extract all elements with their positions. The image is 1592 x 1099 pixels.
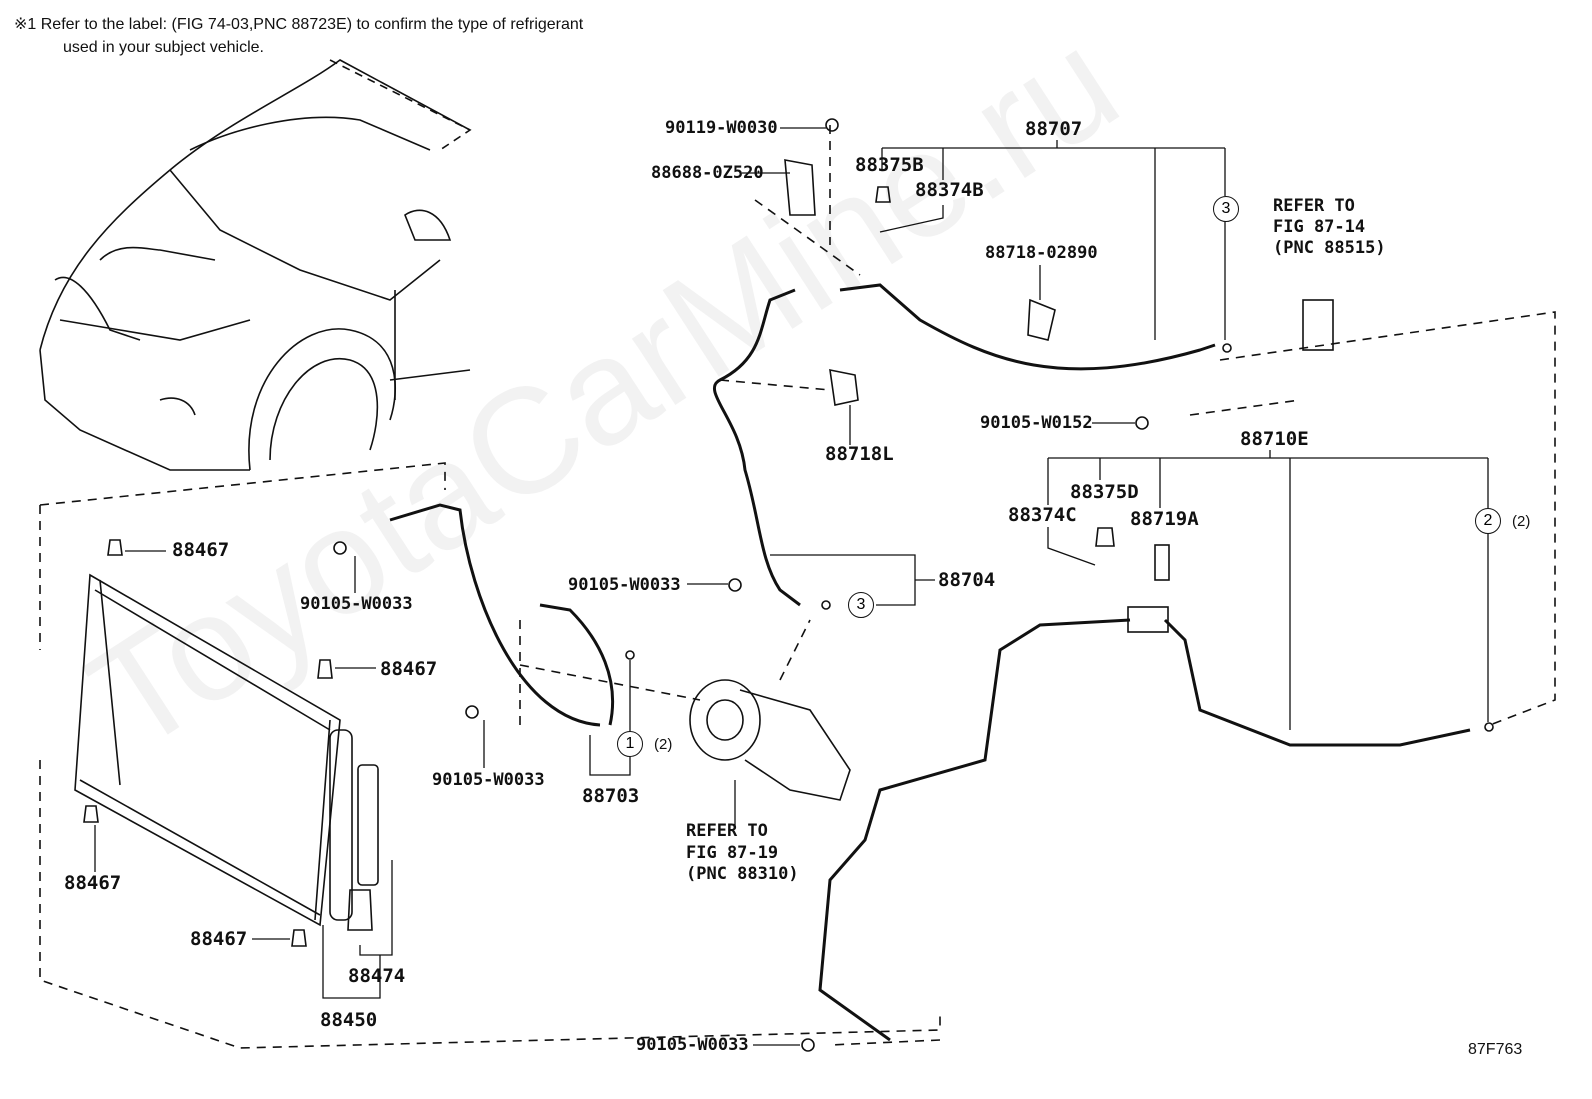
part-label-valve[interactable]: 88374C [1008, 504, 1077, 526]
part-label-condenser[interactable]: 88450 [320, 1009, 378, 1031]
o-ring-quantity: (2) [654, 736, 673, 753]
refrigerant-note-line2: used in your subject vehicle. [63, 39, 264, 56]
refrigerant-note-line1: ※1 Refer to the label: (FIG 74-03,PNC 88… [14, 16, 584, 33]
part-label-cap[interactable]: 88375B [855, 154, 924, 176]
part-label-cushion[interactable]: 88467 [64, 872, 122, 894]
dashed-guides [39, 125, 1556, 1049]
part-label-clamp[interactable]: 88718L [825, 443, 894, 465]
leader-lines [94, 127, 1489, 1046]
part-label-pressure-switch[interactable]: 88719A [1130, 508, 1199, 530]
o-ring-quantity: (2) [1512, 513, 1531, 530]
condenser [74, 539, 379, 947]
part-label-cushion[interactable]: 88467 [190, 928, 248, 950]
vehicle-outline [39, 59, 472, 471]
part-label-bolt[interactable]: 90105-W0033 [636, 1035, 749, 1055]
refer-expansion-valve-line2[interactable]: FIG 87-14 [1273, 217, 1366, 237]
part-label-cap[interactable]: 88375D [1070, 481, 1139, 503]
refer-expansion-valve-line3[interactable]: (PNC 88515) [1273, 238, 1386, 258]
part-label-bracket[interactable]: 88688-0Z520 [651, 163, 764, 183]
refer-compressor-line2[interactable]: FIG 87-19 [686, 843, 779, 863]
part-label-hose[interactable]: 88704 [938, 569, 996, 591]
part-label-tube[interactable]: 88710E [1240, 428, 1309, 450]
part-label-hose[interactable]: 88703 [582, 785, 640, 807]
small-parts [333, 118, 1494, 1052]
part-label-bolt[interactable]: 90105-W0033 [432, 770, 545, 790]
part-label-cushion[interactable]: 88467 [380, 658, 438, 680]
refer-compressor-line1[interactable]: REFER TO [686, 821, 768, 841]
part-label-dryer[interactable]: 88474 [348, 965, 406, 987]
part-label-cushion[interactable]: 88467 [172, 539, 230, 561]
refer-expansion-valve-line1[interactable]: REFER TO [1273, 196, 1355, 216]
compressor [689, 679, 851, 801]
o-ring-callout: 3 [1213, 196, 1239, 222]
part-label-bolt[interactable]: 90119-W0030 [665, 118, 778, 138]
part-label-tube[interactable]: 88707 [1025, 118, 1083, 140]
o-ring-callout: 3 [848, 592, 874, 618]
refrigerant-hoses [389, 283, 1471, 1042]
part-label-bolt[interactable]: 90105-W0033 [300, 594, 413, 614]
o-ring-callout: 2 [1475, 508, 1501, 534]
refer-compressor-line3[interactable]: (PNC 88310) [686, 864, 799, 884]
o-ring-callout: 1 [617, 731, 643, 757]
part-label-clamp[interactable]: 88718-02890 [985, 243, 1098, 263]
part-label-bolt[interactable]: 90105-W0152 [980, 413, 1093, 433]
part-label-bolt[interactable]: 90105-W0033 [568, 575, 681, 595]
figure-code: 87F763 [1468, 1041, 1523, 1058]
part-label-valve[interactable]: 88374B [915, 179, 984, 201]
